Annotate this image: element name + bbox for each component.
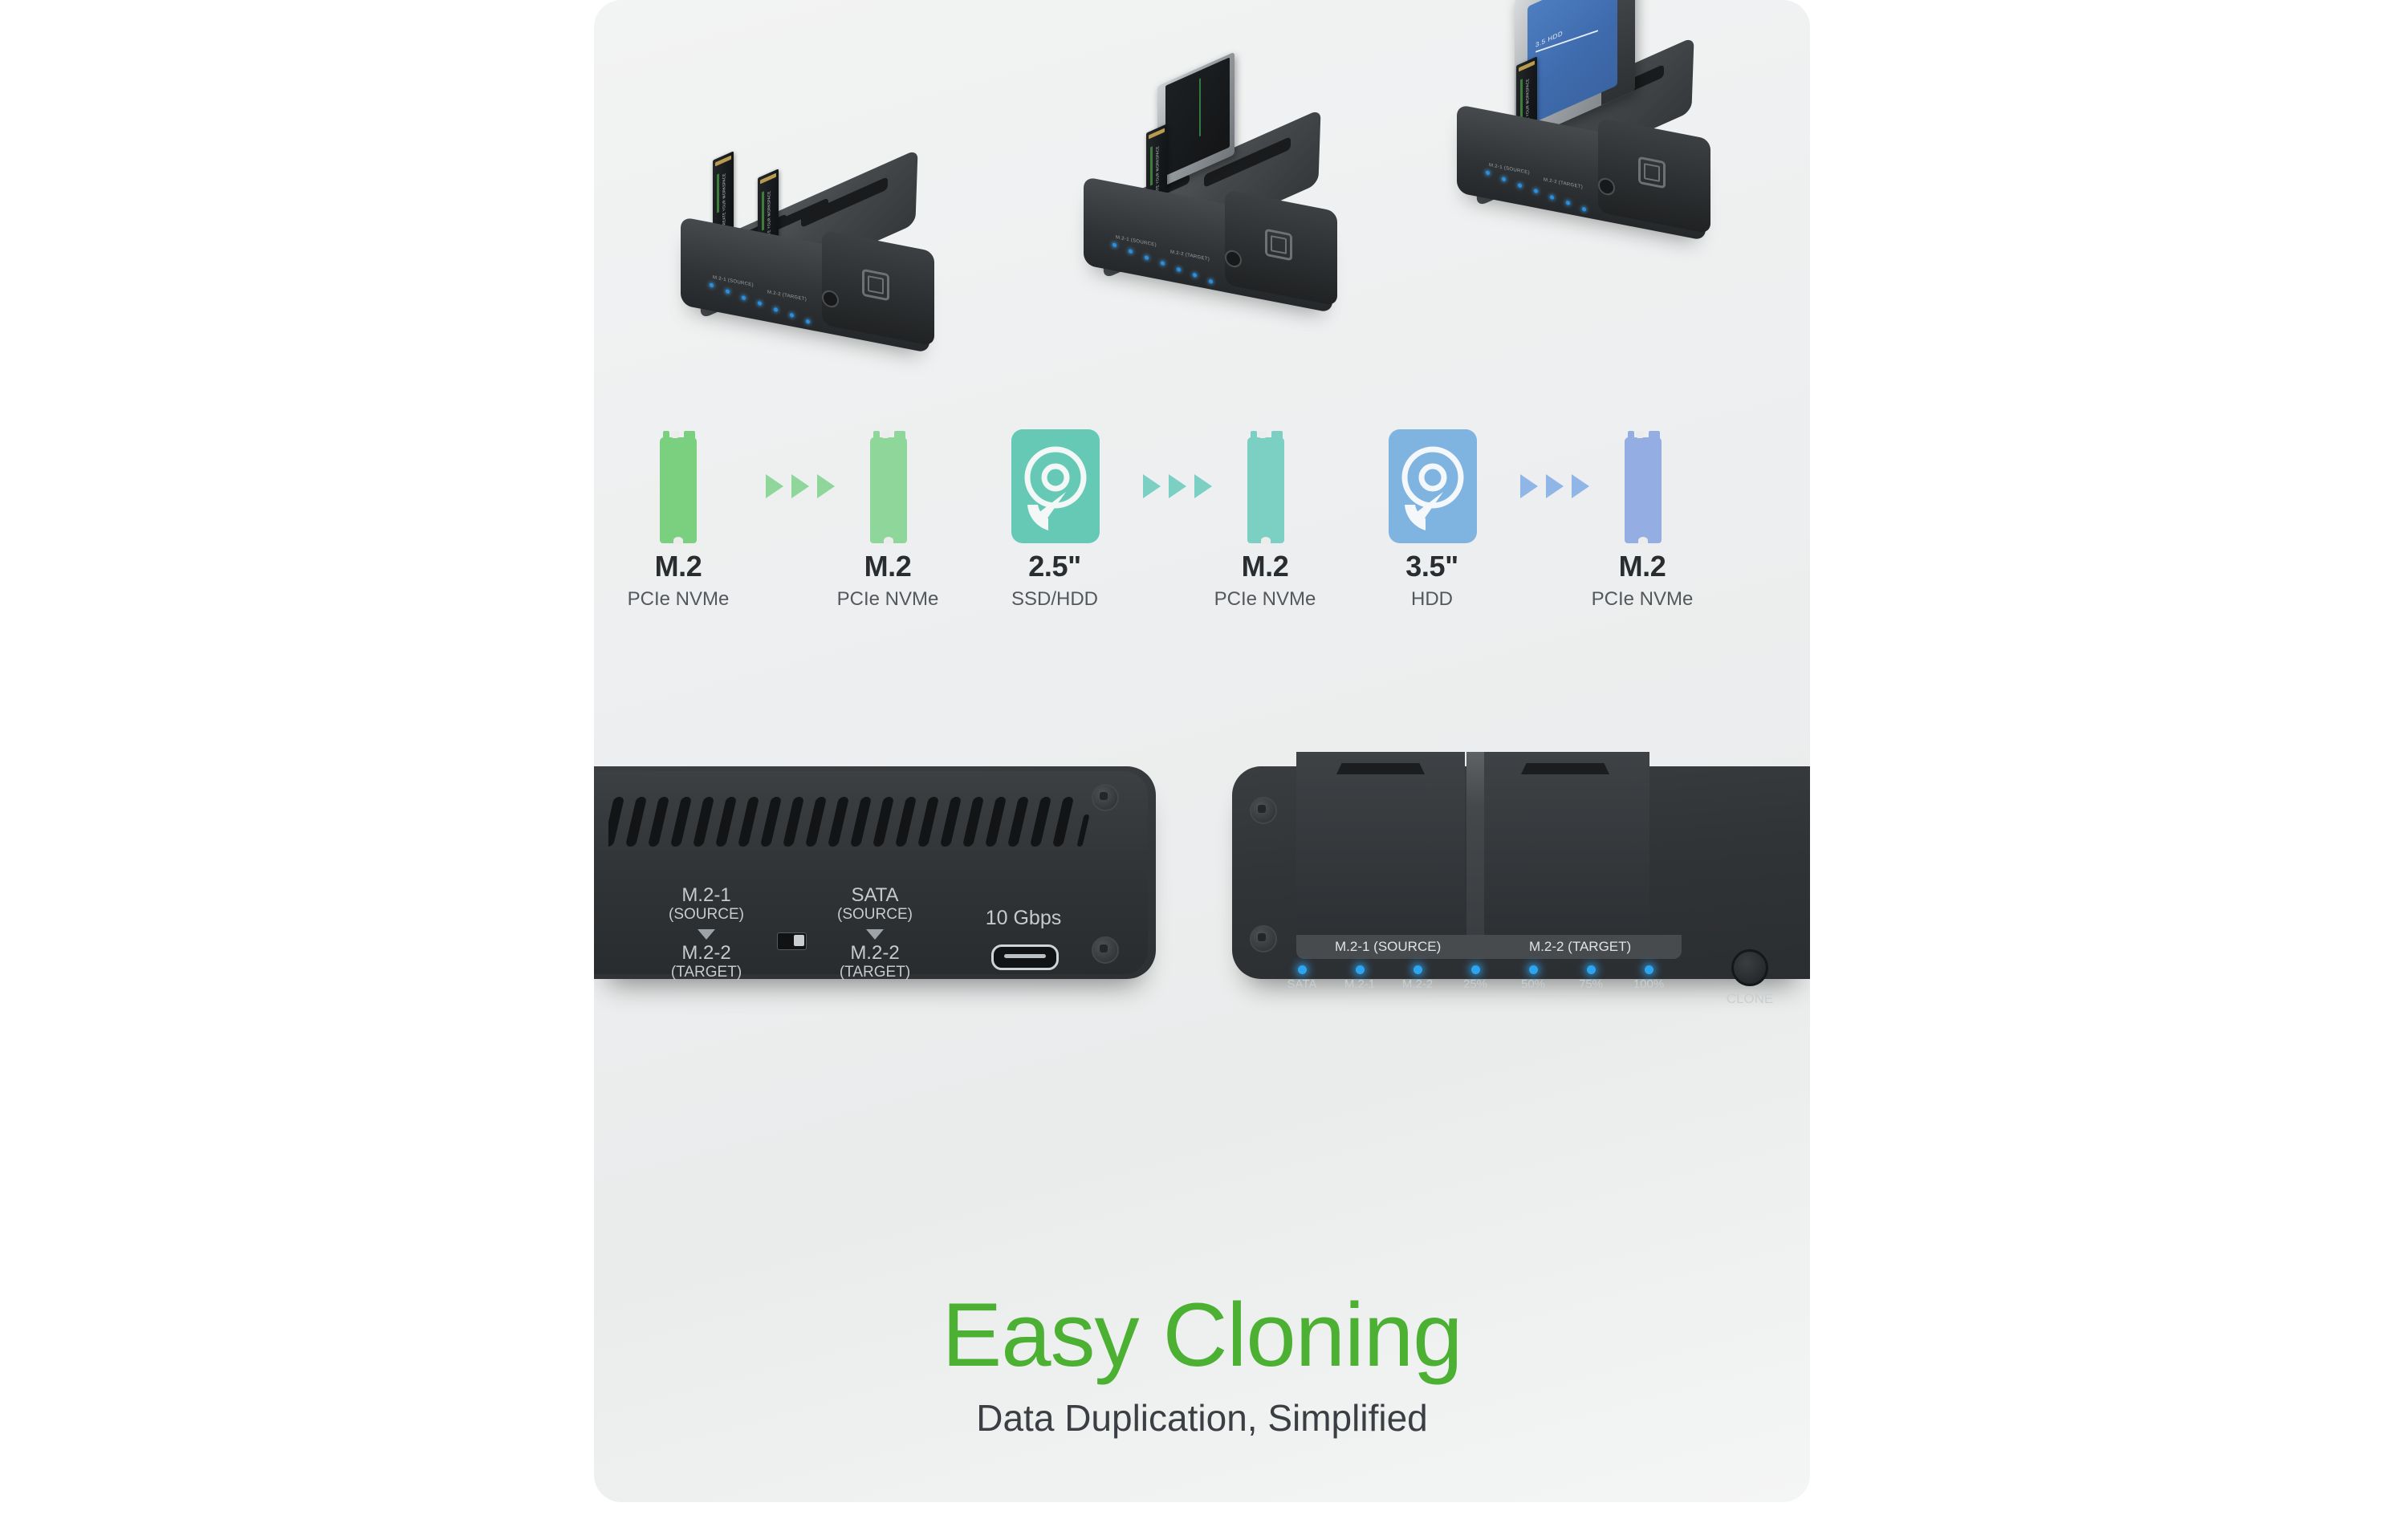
mode-label-m2-source: M.2-1 (SOURCE) M.2-2 (TARGET) xyxy=(669,884,744,981)
pair-target-title: M.2 xyxy=(1618,550,1666,583)
clone-pair-m2-m2: M.2 PCIe NVMe M.2 PCIe NVMe xyxy=(616,429,994,610)
pair-source-caption: 3.5" HDD xyxy=(1368,550,1496,613)
pair-target-subtitle: PCIe NVMe xyxy=(1591,588,1694,610)
led-indicator xyxy=(1644,965,1653,974)
mode-label-set: M.2-1 (SOURCE) M.2-2 (TARGET) SATA (SOUR… xyxy=(594,885,1156,981)
feature-card: CREATE YOUR WORKSPACE CREATE YOUR WORKSP… xyxy=(594,0,1810,1502)
pair-target-subtitle: PCIe NVMe xyxy=(1214,588,1316,610)
m2-chip-icon xyxy=(660,429,697,544)
pair-target-title: M.2 xyxy=(1241,550,1289,583)
m2-chip-icon xyxy=(1625,429,1662,544)
mode-toggle-switch[interactable] xyxy=(777,932,807,950)
headline-title: Easy Cloning xyxy=(942,1285,1463,1385)
m2-chip-icon xyxy=(870,429,907,544)
flow-arrows xyxy=(1143,474,1212,498)
down-arrow-icon xyxy=(698,929,715,940)
dock-sata-to-m2: CREATE YOUR WORKSPACE M.2-1 (SOURCE) M.2… xyxy=(1084,51,1405,345)
pair-source-subtitle: HDD xyxy=(1411,588,1453,610)
speed-label: 10 Gbps xyxy=(985,907,1062,929)
pair-target-caption: M.2 PCIe NVMe xyxy=(824,550,952,613)
mode-label-sata-source: SATA (SOURCE) M.2-2 (TARGET) xyxy=(837,884,913,981)
pair-source-icon-wrap xyxy=(1389,429,1477,543)
clone-pair-25-m2: 2.5" SSD/HDD M.2 PCIe NVMe xyxy=(994,429,1371,610)
pair-target-caption: M.2 PCIe NVMe xyxy=(1578,550,1706,613)
pair-source-subtitle: PCIe NVMe xyxy=(627,588,730,610)
pair-target-icon-wrap xyxy=(1247,429,1284,544)
led-25-percent: 25% xyxy=(1450,965,1501,992)
hard-disk-icon xyxy=(1389,429,1477,543)
screw-icon xyxy=(1092,936,1119,964)
clone-button[interactable] xyxy=(1731,949,1768,986)
pair-source-title: M.2 xyxy=(654,550,702,583)
led-indicator xyxy=(1586,965,1596,974)
pair-source-caption: 2.5" SSD/HDD xyxy=(990,550,1119,613)
bay-divider xyxy=(1466,752,1484,936)
pair-target-icon-wrap xyxy=(870,429,907,544)
pair-source-title: 3.5" xyxy=(1405,550,1458,583)
headline-block: Easy Cloning Data Duplication, Simplifie… xyxy=(594,1288,1810,1440)
pair-source-icon-wrap xyxy=(1011,429,1100,543)
led-indicator xyxy=(1355,965,1365,974)
brand-cube-icon xyxy=(1638,156,1666,189)
dock-hdd35-to-m2: 3.5 HDD CREATE YOUR WORKSPACE xyxy=(1457,0,1778,273)
clone-pairs-row: M.2 PCIe NVMe M.2 PCIe NVMe xyxy=(594,429,1810,610)
hero-docks-row: CREATE YOUR WORKSPACE CREATE YOUR WORKSP… xyxy=(594,0,1810,401)
flow-arrows xyxy=(766,474,835,498)
led-indicator xyxy=(1413,965,1422,974)
dock-m2-to-m2: CREATE YOUR WORKSPACE CREATE YOUR WORKSP… xyxy=(681,144,1002,385)
clone-pair-35-m2: 3.5" HDD M.2 PCIe NVMe xyxy=(1371,429,1748,610)
led-50-percent: 50% xyxy=(1507,965,1559,992)
led-indicator xyxy=(1470,965,1480,974)
bay-target-label: M.2-2 (TARGET) xyxy=(1529,939,1632,954)
drive-bay-source xyxy=(1296,752,1465,943)
pair-target-title: M.2 xyxy=(864,550,912,583)
status-led-bar: SATA M.2-1 M.2-2 25% 50% 75% 100% xyxy=(1276,965,1694,1010)
hard-disk-icon xyxy=(1011,429,1100,543)
pair-source-icon-wrap xyxy=(660,429,697,544)
ventilation-grille xyxy=(608,797,1106,847)
flow-arrows xyxy=(1520,474,1589,498)
drive-bay-target xyxy=(1481,752,1649,943)
down-arrow-icon xyxy=(866,929,884,940)
led-sata: SATA xyxy=(1276,965,1328,992)
led-m2-2: M.2-2 xyxy=(1392,965,1443,992)
pair-source-title: 2.5" xyxy=(1028,550,1081,583)
led-indicator xyxy=(1297,965,1307,974)
pair-source-caption: M.2 PCIe NVMe xyxy=(614,550,742,613)
product-detail-band: M.2-1 (SOURCE) M.2-2 (TARGET) SATA (SOUR… xyxy=(594,752,1810,1007)
pair-target-icon-wrap xyxy=(1625,429,1662,544)
bay-source-label: M.2-1 (SOURCE) xyxy=(1335,939,1442,954)
headline-subtitle: Data Duplication, Simplified xyxy=(976,1397,1428,1439)
screw-icon xyxy=(1250,925,1277,952)
usb-c-port-icon[interactable] xyxy=(991,944,1059,970)
brand-cube-icon xyxy=(1265,228,1292,262)
product-top-panel: M.2-1 (SOURCE) M.2-2 (TARGET) SATA M.2-1… xyxy=(1232,752,1810,1006)
clone-button-group[interactable]: CLONE xyxy=(1714,949,1786,1007)
screw-icon xyxy=(1092,784,1119,811)
brand-cube-icon xyxy=(862,268,889,302)
m2-chip-icon xyxy=(1247,429,1284,544)
bay-label-bar: M.2-1 (SOURCE) M.2-2 (TARGET) xyxy=(1296,935,1682,959)
led-m2-1: M.2-1 xyxy=(1334,965,1385,992)
pair-target-subtitle: PCIe NVMe xyxy=(836,588,939,610)
pair-source-subtitle: SSD/HDD xyxy=(1011,588,1098,610)
clone-button-label: CLONE xyxy=(1726,991,1774,1006)
led-75-percent: 75% xyxy=(1565,965,1617,992)
screw-icon xyxy=(1250,797,1277,824)
led-indicator xyxy=(1528,965,1538,974)
led-100-percent: 100% xyxy=(1623,965,1674,992)
pair-target-caption: M.2 PCIe NVMe xyxy=(1201,550,1329,613)
product-front-panel: M.2-1 (SOURCE) M.2-2 (TARGET) SATA (SOUR… xyxy=(594,766,1156,981)
